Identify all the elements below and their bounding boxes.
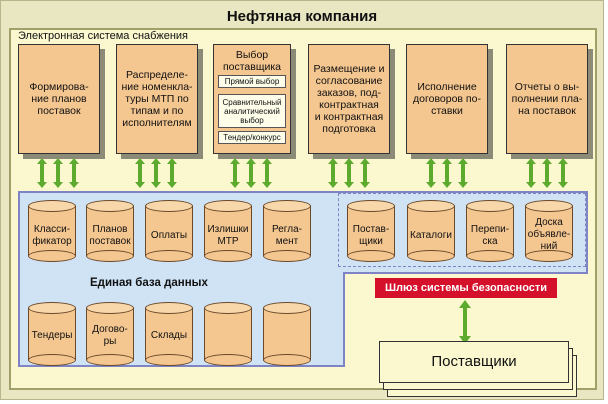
db-board: Доска объявле- ний: [525, 200, 573, 262]
module-distribution: Распределе- ние номенкла- туры МТП по ти…: [116, 44, 198, 154]
db-empty-2: [263, 302, 311, 366]
db-correspondence: Перепи- ска: [466, 200, 514, 262]
module-supplier-choice-title: Выбор поставщика: [222, 49, 282, 73]
db-regulation: Регла- мент: [263, 200, 311, 262]
arrows-module-3: [230, 158, 272, 188]
db-catalogs-label: Каталоги: [410, 230, 452, 241]
arrows-module-4: [328, 158, 370, 188]
arrows-module-5: [426, 158, 468, 188]
db-regulation-label: Регла- мент: [272, 224, 302, 247]
db-contracts: Догово- ры: [86, 302, 134, 366]
db-suppliers-label: Постав- щики: [352, 224, 390, 247]
arrows-module-2: [135, 158, 177, 188]
db-empty-1: [204, 302, 252, 366]
db-surplus-label: Излишки МТР: [207, 224, 249, 247]
db-warehouses: Склады: [145, 302, 193, 366]
module-orders: Размещение и согласование заказов, под- …: [308, 44, 390, 154]
external-db-group: [338, 193, 586, 267]
db-correspondence-label: Перепи- ска: [470, 224, 510, 247]
db-warehouses-label: Склады: [150, 330, 188, 341]
security-gateway: Шлюз системы безопасности: [375, 278, 557, 298]
suppliers-label: Поставщики: [431, 353, 517, 370]
module-contracts: Исполнение договоров по- ставки: [406, 44, 488, 154]
db-suppliers: Постав- щики: [347, 200, 395, 262]
company-title: Нефтяная компания: [226, 8, 378, 25]
db-plans: Планов поставок: [86, 200, 134, 262]
db-board-label: Доска объявле- ний: [527, 217, 571, 252]
db-payments: Оплаты: [145, 200, 193, 262]
suppliers-card-front: [379, 341, 569, 383]
choice-direct: Прямой выбор: [218, 75, 286, 88]
db-surplus: Излишки МТР: [204, 200, 252, 262]
database-label: Единая база данных: [90, 277, 208, 289]
db-contracts-label: Догово- ры: [92, 324, 128, 347]
db-classifier: Класси- фикатор: [28, 200, 76, 262]
choice-analytical: Сравнительный аналитический выбор: [218, 94, 286, 128]
choice-tender: Тендер/конкурс: [218, 131, 286, 144]
module-reports: Отчеты о вы- полнении пла- на поставок: [506, 44, 588, 154]
arrows-module-1: [37, 158, 79, 188]
arrows-module-6: [526, 158, 568, 188]
db-tenders-label: Тендеры: [31, 330, 73, 341]
db-catalogs: Каталоги: [407, 200, 455, 262]
db-payments-label: Оплаты: [150, 230, 188, 241]
gateway-arrow: [459, 300, 471, 344]
db-tenders: Тендеры: [28, 302, 76, 366]
module-planning: Формирова- ние планов поставок: [18, 44, 100, 154]
db-plans-label: Планов поставок: [89, 224, 131, 247]
db-classifier-label: Класси- фикатор: [32, 224, 72, 247]
system-title: Электронная система снабжения: [18, 30, 189, 42]
